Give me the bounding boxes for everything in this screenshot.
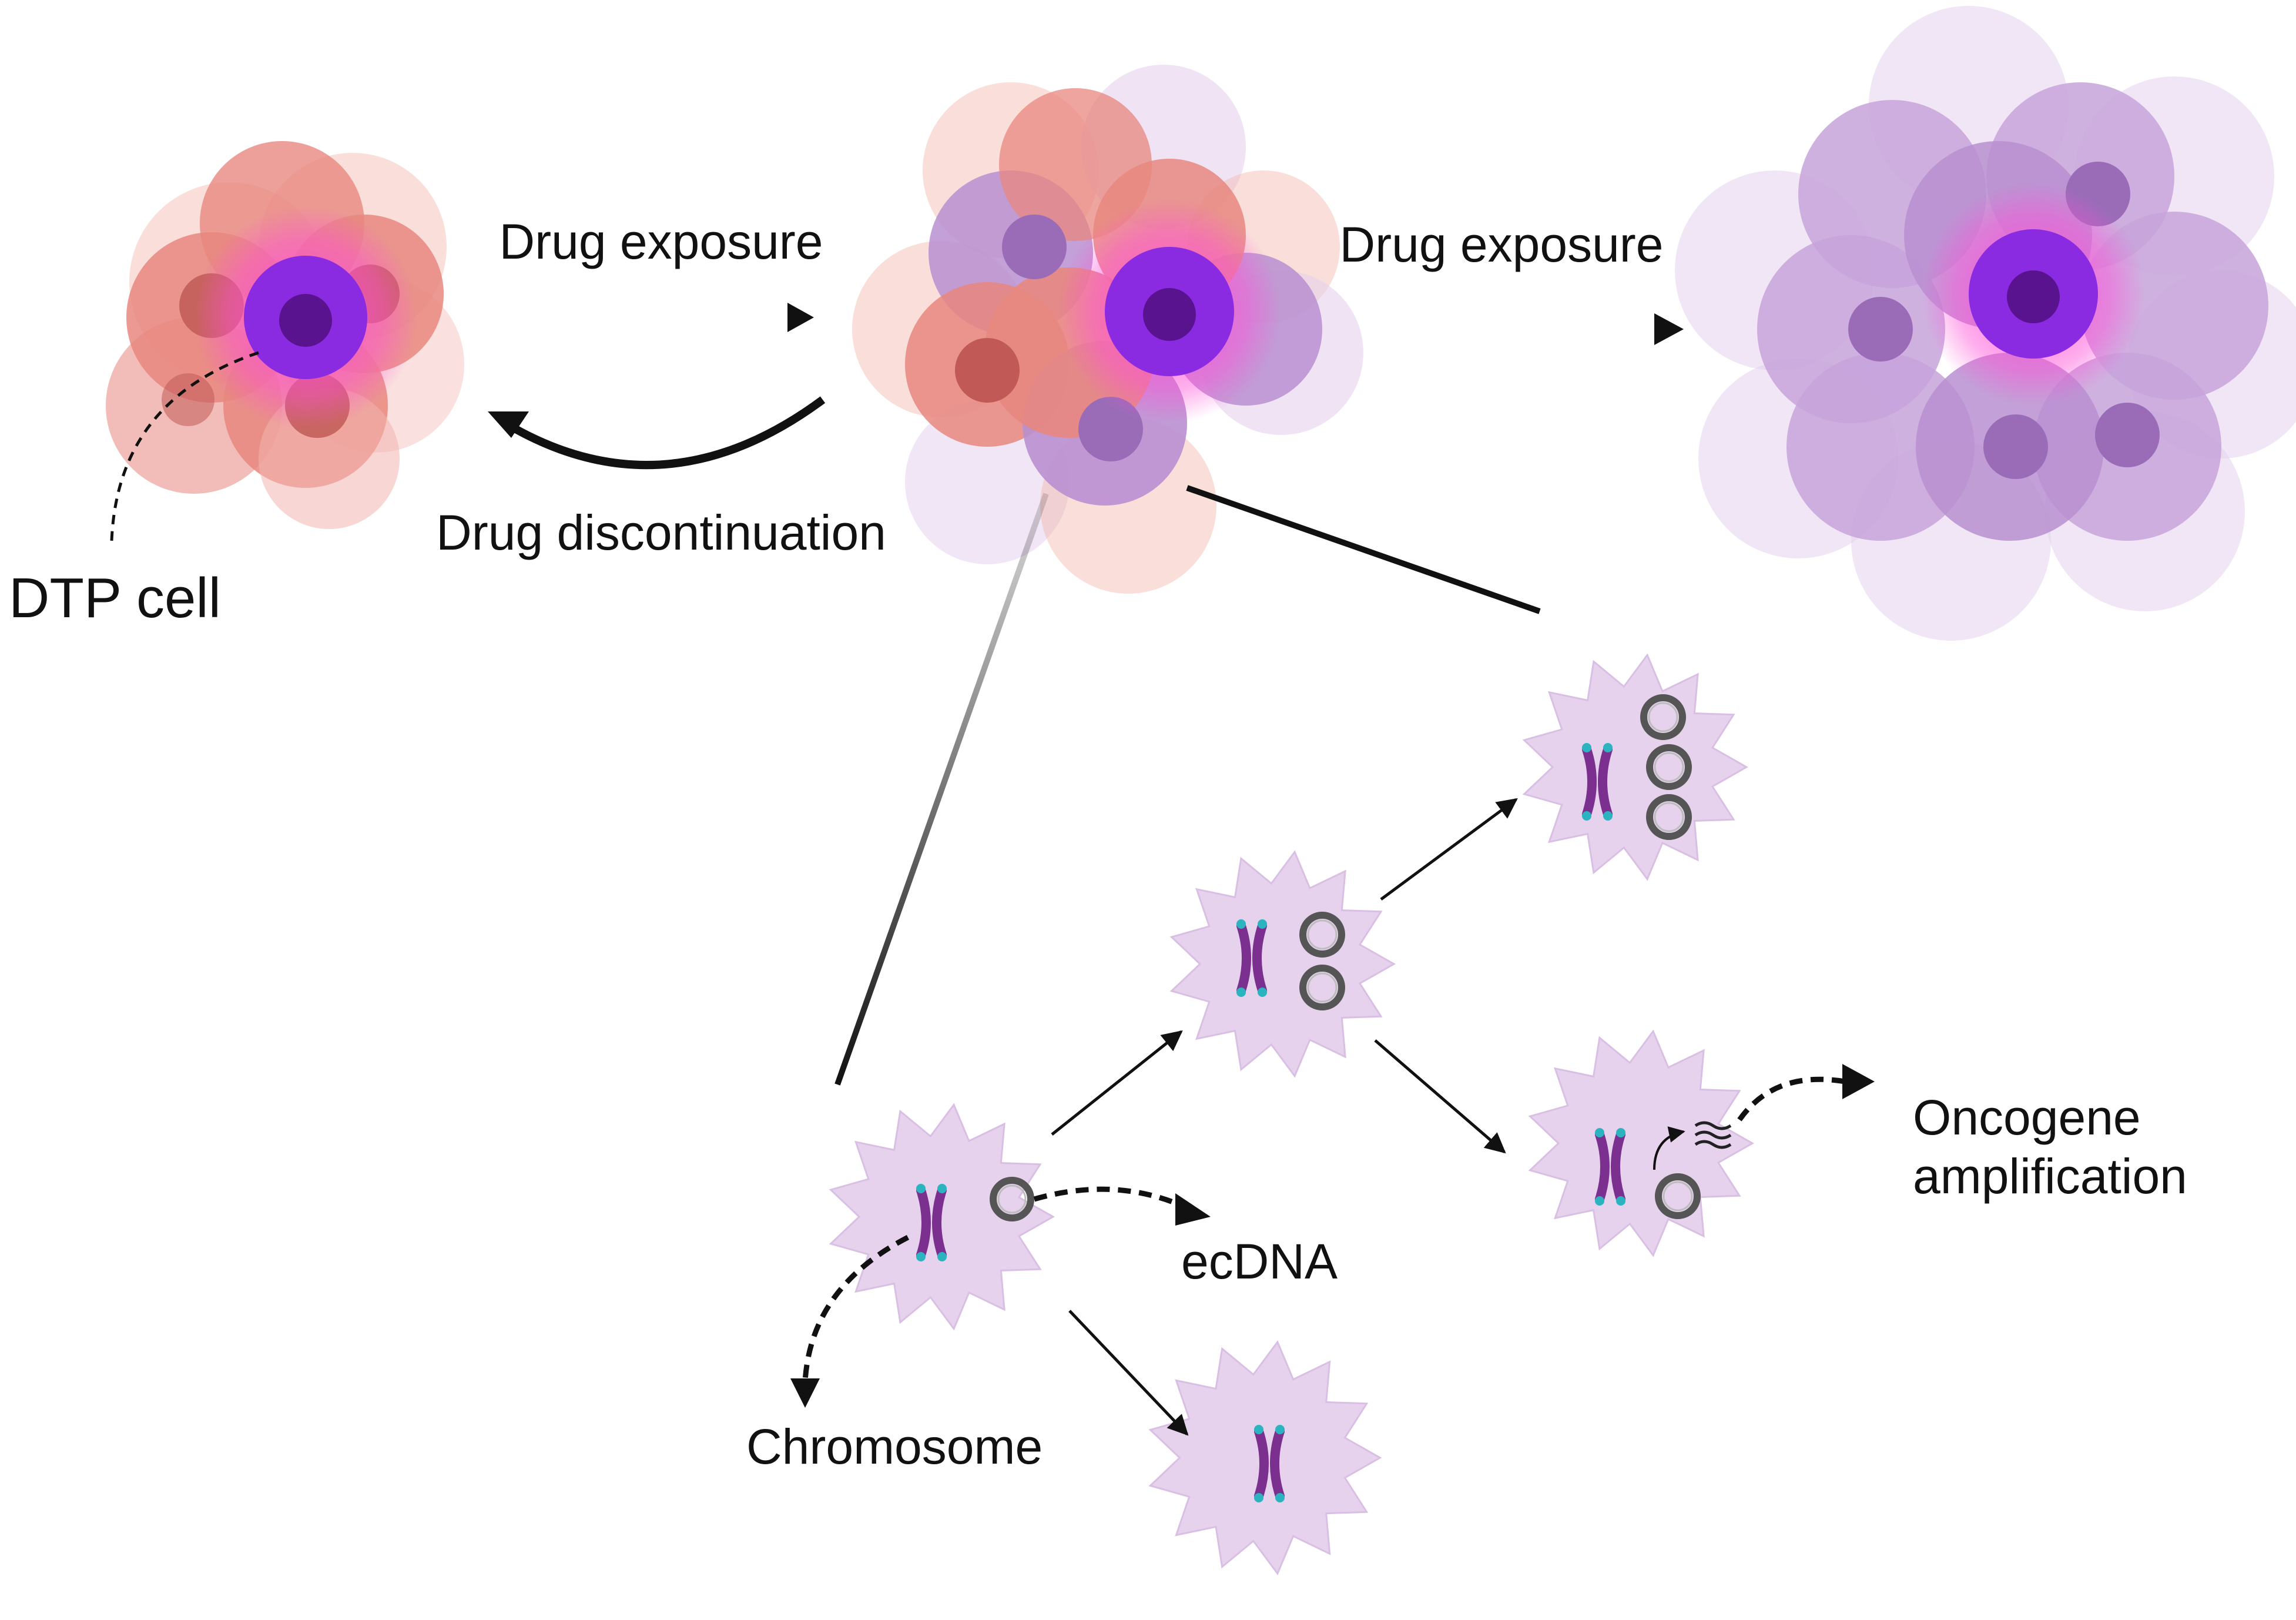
cluster-sensitive (106, 141, 464, 529)
cell-parent (829, 1103, 1055, 1331)
label-ecdna: ecDNA (1181, 1234, 1338, 1289)
chromosome-icon (1254, 1425, 1285, 1502)
single-cells (829, 653, 1755, 1576)
label-drug-exposure-2: Drug exposure (1340, 217, 1664, 272)
oncogene-wave-icon (1694, 1121, 1732, 1149)
chromosome-pointer-head (790, 1378, 820, 1408)
arrow-head-discontinuation (488, 411, 529, 438)
arrow-head-1 (787, 303, 814, 332)
cell-no-ecdna (1148, 1340, 1382, 1576)
ecdna-pointer-head (1175, 1193, 1211, 1226)
ecdna-icon (1646, 744, 1692, 790)
label-chromosome: Chromosome (746, 1419, 1043, 1474)
label-dtp-cell: DTP cell (9, 567, 221, 630)
label-drug-exposure-1: Drug exposure (500, 214, 823, 269)
zoom-line-left (834, 493, 1049, 1086)
ecdna-icon (1299, 912, 1345, 958)
chromosome-icon (916, 1184, 947, 1261)
lineage-arrows (1051, 798, 1518, 1436)
arrow-head-2 (1654, 313, 1684, 345)
label-oncogene: Oncogene (1913, 1090, 2141, 1145)
ecdna-icon (1640, 694, 1686, 740)
ecdna-pointer (1033, 1186, 1188, 1211)
cell-three-ecdna (1522, 653, 1749, 881)
dtp-pointer (110, 351, 259, 541)
ecdna-icon (1655, 1173, 1701, 1219)
label-drug-discontinuation: Drug discontinuation (436, 505, 886, 560)
chromosome-icon (1582, 743, 1613, 821)
ecdna-icon (1646, 794, 1692, 840)
cell-oncogene (1528, 1029, 1755, 1257)
oncogene-pointer (1737, 1076, 1846, 1122)
oncogene-pointer-head (1842, 1064, 1875, 1099)
zoom-line-right (1186, 485, 1541, 614)
cell-two-ecdna (1169, 850, 1396, 1078)
cluster-resistant (1675, 6, 2296, 641)
cluster-mixed (852, 65, 1363, 594)
chromosome-pointer (802, 1235, 910, 1382)
chromosome-icon (1595, 1128, 1625, 1206)
arrow-drug-discontinuation (503, 396, 826, 470)
chromosome-icon (1236, 919, 1267, 997)
ecdna-icon (1299, 965, 1345, 1010)
label-amplification: amplification (1913, 1149, 2187, 1204)
ecdna-icon (990, 1177, 1034, 1221)
